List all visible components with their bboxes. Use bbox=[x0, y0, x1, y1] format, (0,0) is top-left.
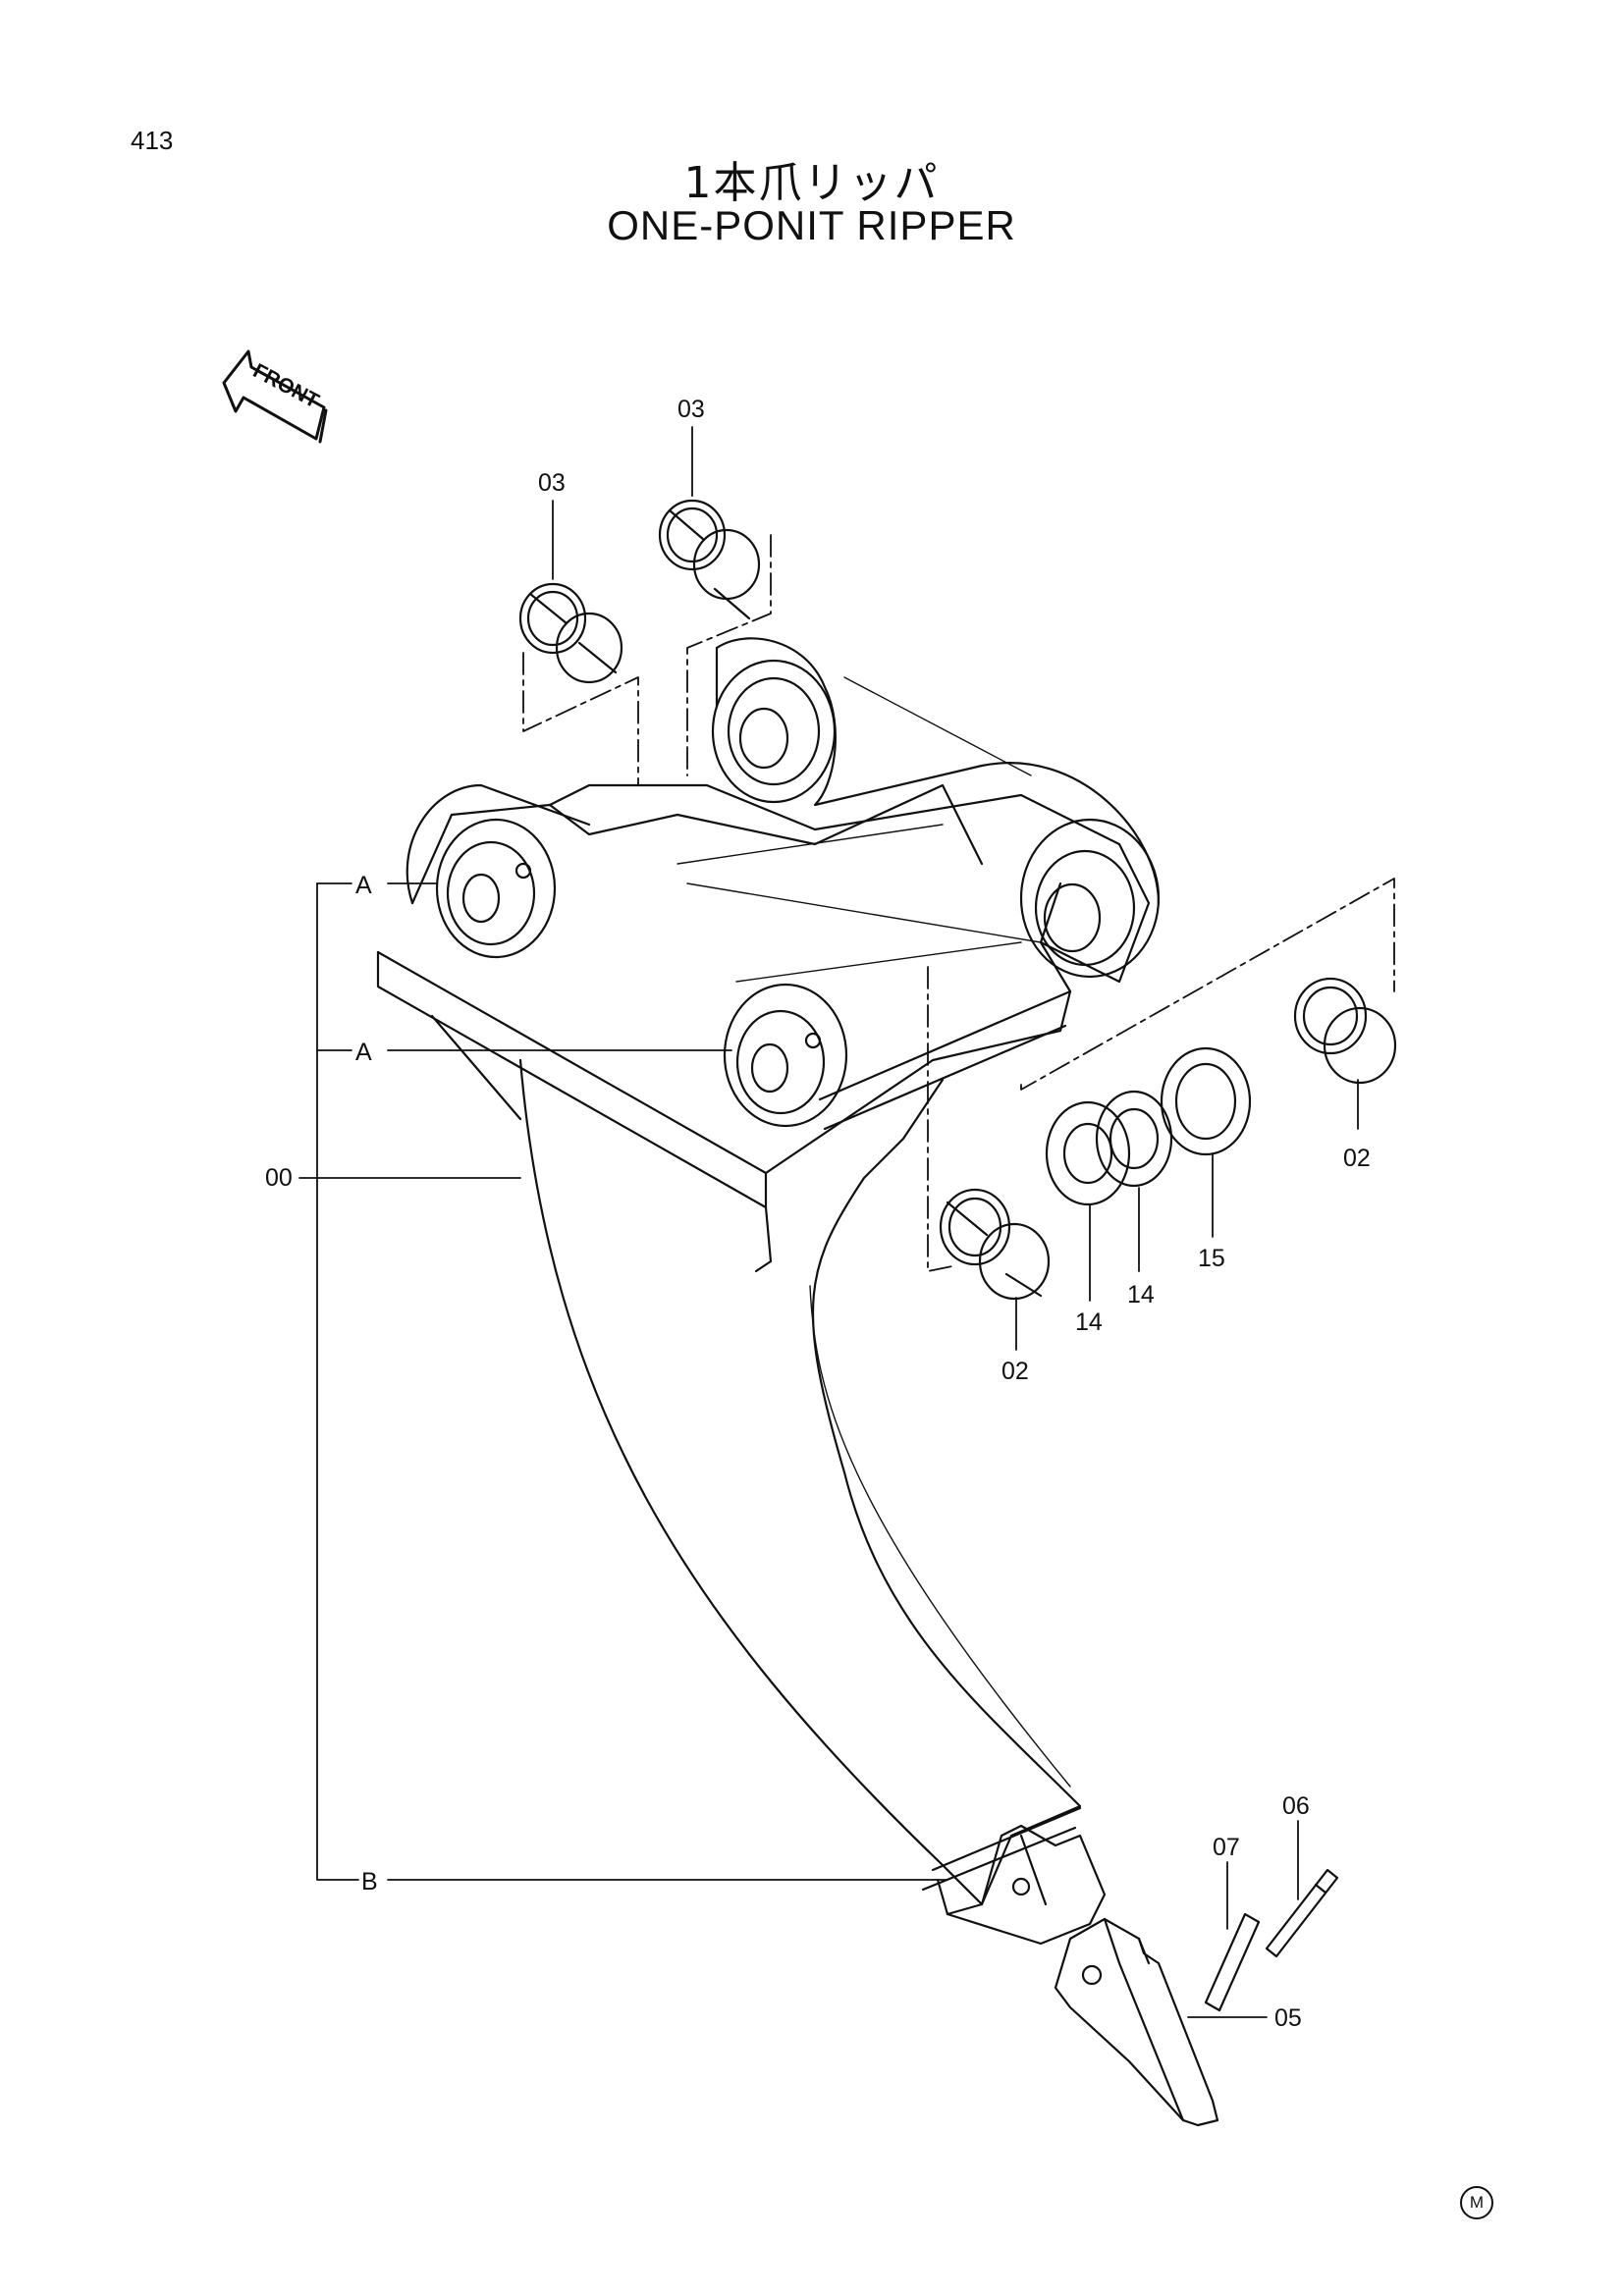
callout-03-right: 03 bbox=[677, 396, 705, 423]
leader-lines bbox=[298, 426, 1395, 2018]
bushing-02-front bbox=[939, 1188, 1051, 1301]
ripper-point-05 bbox=[1054, 1917, 1219, 2127]
callout-03-left: 03 bbox=[538, 469, 566, 497]
callout-00: 00 bbox=[265, 1164, 293, 1192]
page-title-japanese: 1本爪リッパ bbox=[683, 158, 940, 208]
bushing-02-rear bbox=[1293, 977, 1397, 1085]
pin-06 bbox=[1265, 1868, 1339, 1958]
front-arrow-icon: FRONT bbox=[222, 349, 328, 444]
lock-07 bbox=[1204, 1912, 1261, 2012]
callout-14-b: 14 bbox=[1127, 1281, 1155, 1308]
page-number: 413 bbox=[131, 126, 174, 155]
page-title: ONE-PONIT RIPPER bbox=[607, 202, 1016, 248]
bracket-boss-front-bottom bbox=[723, 983, 848, 1128]
callout-07: 07 bbox=[1213, 1834, 1240, 1861]
callout-05: 05 bbox=[1274, 2004, 1302, 2032]
callout-02-rear: 02 bbox=[1343, 1145, 1371, 1172]
section-label-a-bottom: A bbox=[355, 1039, 372, 1066]
section-label-b: B bbox=[361, 1868, 378, 1896]
callout-14-a: 14 bbox=[1075, 1308, 1103, 1336]
bushing-03-right bbox=[658, 499, 761, 620]
section-label-a-top: A bbox=[355, 872, 372, 899]
seal-15 bbox=[1160, 1046, 1252, 1156]
shim-14-a bbox=[1045, 1100, 1131, 1206]
ripper-shank bbox=[518, 1058, 1107, 1946]
shim-14-b bbox=[1095, 1090, 1173, 1188]
front-label: FRONT bbox=[249, 359, 323, 412]
bracket-boss-rear-left bbox=[711, 659, 837, 804]
callout-06: 06 bbox=[1282, 1792, 1310, 1820]
bushing-03-left bbox=[518, 582, 623, 684]
bracket-boss-rear-right bbox=[1019, 818, 1161, 979]
bracket-boss-front-top bbox=[435, 818, 557, 959]
callout-15: 15 bbox=[1198, 1245, 1225, 1272]
ripper-bracket bbox=[376, 637, 1161, 1273]
callout-02-front: 02 bbox=[1001, 1358, 1029, 1385]
corner-mark: M bbox=[1460, 2186, 1493, 2219]
